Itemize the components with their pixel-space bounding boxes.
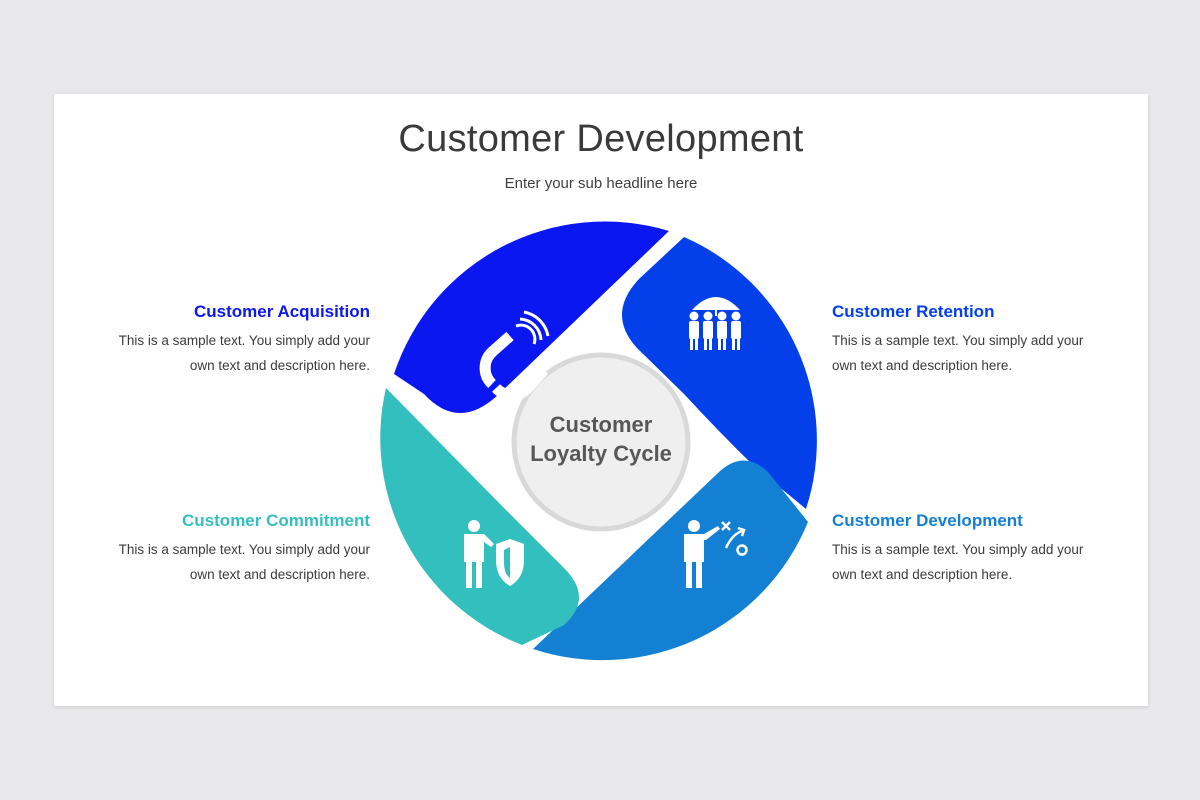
retention-title: Customer Retention: [832, 302, 995, 321]
commitment-title: Customer Commitment: [182, 511, 370, 530]
segment-acquisition: [394, 221, 669, 413]
retention-line2: own text and description here.: [832, 358, 1013, 373]
acquisition-line2: own text and description here.: [189, 358, 370, 373]
commitment-line1: This is a sample text. You simply add yo…: [118, 542, 370, 557]
development-line1: This is a sample text. You simply add yo…: [832, 542, 1084, 557]
slide-title: Customer Development: [398, 118, 804, 160]
center-label-line1: Customer: [549, 412, 653, 437]
segment-development: [533, 460, 808, 661]
commitment-line2: own text and description here.: [189, 567, 370, 582]
center-circle: [511, 352, 691, 532]
loyalty-cycle-diagram: [380, 221, 817, 661]
retention-line1: This is a sample text. You simply add yo…: [832, 333, 1084, 348]
retention-description: This is a sample text. You simply add yo…: [832, 328, 1132, 378]
umbrella-people-icon: [689, 297, 741, 350]
commitment-description: This is a sample text. You simply add yo…: [70, 537, 370, 587]
block-commitment: Customer Commitment This is a sample tex…: [70, 511, 370, 587]
person-shield-icon: [464, 520, 524, 588]
block-development: Customer Development This is a sample te…: [832, 511, 1132, 587]
block-retention: Customer Retention This is a sample text…: [832, 302, 1132, 378]
acquisition-title: Customer Acquisition: [194, 302, 370, 321]
development-description: This is a sample text. You simply add yo…: [832, 537, 1132, 587]
slide: Customer Development Enter your sub head…: [54, 94, 1148, 706]
development-line2: own text and description here.: [832, 567, 1013, 582]
slide-subtitle: Enter your sub headline here: [504, 175, 698, 192]
center-label: Customer Loyalty Cycle: [511, 410, 691, 468]
segment-retention: [621, 237, 817, 509]
block-acquisition: Customer Acquisition This is a sample te…: [70, 302, 370, 378]
development-title: Customer Development: [832, 511, 1023, 530]
acquisition-line1: This is a sample text. You simply add yo…: [118, 333, 370, 348]
acquisition-description: This is a sample text. You simply add yo…: [70, 328, 370, 378]
strategy-presenter-icon: [684, 520, 748, 588]
segment-commitment: [380, 388, 579, 645]
center-label-line2: Loyalty Cycle: [530, 441, 672, 466]
magnet-icon: [479, 310, 550, 401]
